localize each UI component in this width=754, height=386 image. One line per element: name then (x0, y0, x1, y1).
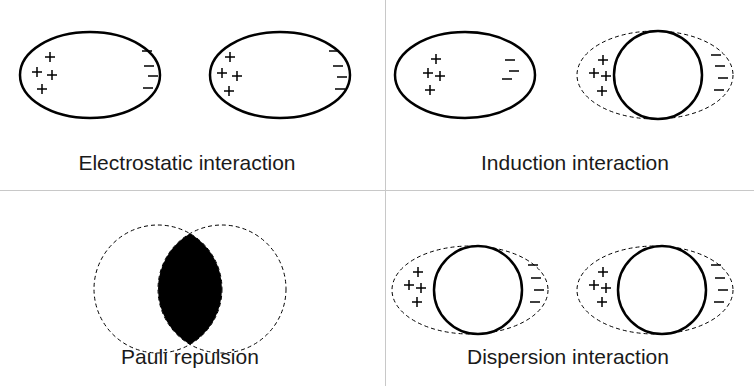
caption-label: Pauli repulsion (121, 345, 259, 369)
caption-label: Induction interaction (481, 151, 669, 175)
dispersion-figure (392, 246, 733, 334)
caption-label: Dispersion interaction (467, 345, 669, 369)
caption-label: Electrostatic interaction (78, 151, 295, 175)
pauli-figure (94, 225, 286, 353)
induction-figure (395, 31, 733, 119)
electrostatic-figure (20, 32, 350, 118)
